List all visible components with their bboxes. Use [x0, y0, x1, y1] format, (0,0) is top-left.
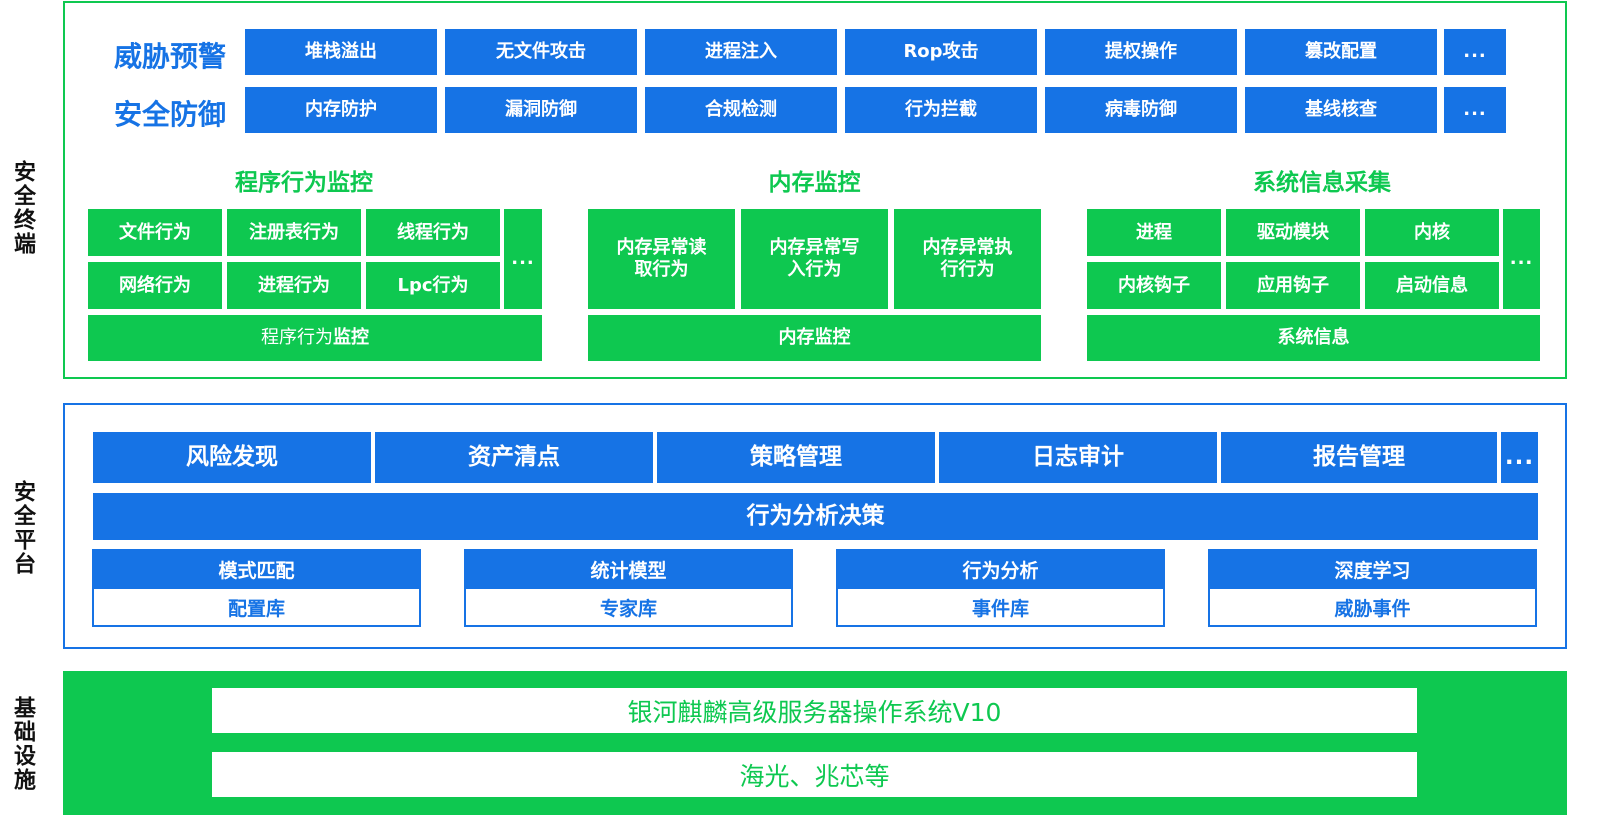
platform-function: 策略管理	[657, 432, 935, 483]
layer-label-platform: 安全平台	[10, 480, 35, 576]
layer-label-terminal: 安全终端	[10, 160, 35, 256]
infra-os: 银河麒麟高级服务器操作系统V10	[212, 688, 1417, 733]
module-top: 统计模型	[464, 549, 793, 589]
memory-item: 内存异常写入行为	[741, 209, 888, 309]
module-bottom: 配置库	[94, 589, 419, 625]
threat-item: 无文件攻击	[445, 29, 637, 75]
threat-item: 进程注入	[645, 29, 837, 75]
memory-item: 内存异常执行行为	[894, 209, 1041, 309]
system-info-item: 进程	[1087, 209, 1221, 256]
threat-item: 堆栈溢出	[245, 29, 437, 75]
terminal-panel	[63, 1, 1567, 379]
module-top: 行为分析	[836, 549, 1165, 589]
platform-function-more: ...	[1501, 432, 1538, 483]
threat-warning-label: 威胁预警	[114, 40, 227, 73]
system-info-item: 内核	[1365, 209, 1499, 256]
platform-panel	[63, 403, 1567, 649]
module-bottom: 威胁事件	[1210, 589, 1535, 625]
system-info-footer: 系统信息	[1087, 315, 1540, 361]
layer-label-infra: 基础设施	[10, 696, 35, 792]
program-behavior-item: Lpc行为	[366, 262, 500, 309]
program-behavior-item: 注册表行为	[227, 209, 361, 256]
defense-item: 基线核查	[1245, 87, 1437, 133]
program-behavior-item: 进程行为	[227, 262, 361, 309]
system-info-item: 启动信息	[1365, 262, 1499, 309]
defense-more: ...	[1444, 87, 1506, 133]
system-info-item: 应用钩子	[1226, 262, 1360, 309]
memory-item: 内存异常读取行为	[588, 209, 735, 309]
behavior-analysis-decision: 行为分析决策	[93, 493, 1538, 540]
platform-function: 资产清点	[375, 432, 653, 483]
threat-item: Rop攻击	[845, 29, 1037, 75]
threat-more: ...	[1444, 29, 1506, 75]
program-behavior-footer: 程序行为监控	[88, 315, 542, 361]
program-behavior-footer-prefix: 程序行为	[261, 327, 333, 349]
group-title-program-behavior: 程序行为监控	[235, 170, 373, 196]
program-behavior-item: 文件行为	[88, 209, 222, 256]
memory-footer: 内存监控	[588, 315, 1041, 361]
defense-item: 漏洞防御	[445, 87, 637, 133]
platform-function: 风险发现	[93, 432, 371, 483]
defense-item: 行为拦截	[845, 87, 1037, 133]
defense-item: 病毒防御	[1045, 87, 1237, 133]
module-top: 深度学习	[1208, 549, 1537, 589]
defense-item: 内存防护	[245, 87, 437, 133]
security-defense-label: 安全防御	[114, 98, 227, 131]
platform-function: 日志审计	[939, 432, 1217, 483]
program-behavior-footer-bold: 监控	[333, 327, 369, 349]
program-behavior-item: 线程行为	[366, 209, 500, 256]
platform-function: 报告管理	[1221, 432, 1497, 483]
system-info-more: ...	[1503, 209, 1540, 309]
program-behavior-item: 网络行为	[88, 262, 222, 309]
module-top: 模式匹配	[92, 549, 421, 589]
defense-item: 合规检测	[645, 87, 837, 133]
group-title-memory: 内存监控	[768, 170, 861, 196]
group-title-system-info: 系统信息采集	[1253, 170, 1391, 196]
module-bottom: 专家库	[466, 589, 791, 625]
module-bottom: 事件库	[838, 589, 1163, 625]
system-info-item: 驱动模块	[1226, 209, 1360, 256]
threat-item: 提权操作	[1045, 29, 1237, 75]
program-behavior-more: ...	[504, 209, 542, 309]
threat-item: 篡改配置	[1245, 29, 1437, 75]
system-info-item: 内核钩子	[1087, 262, 1221, 309]
infra-hardware: 海光、兆芯等	[212, 752, 1417, 797]
